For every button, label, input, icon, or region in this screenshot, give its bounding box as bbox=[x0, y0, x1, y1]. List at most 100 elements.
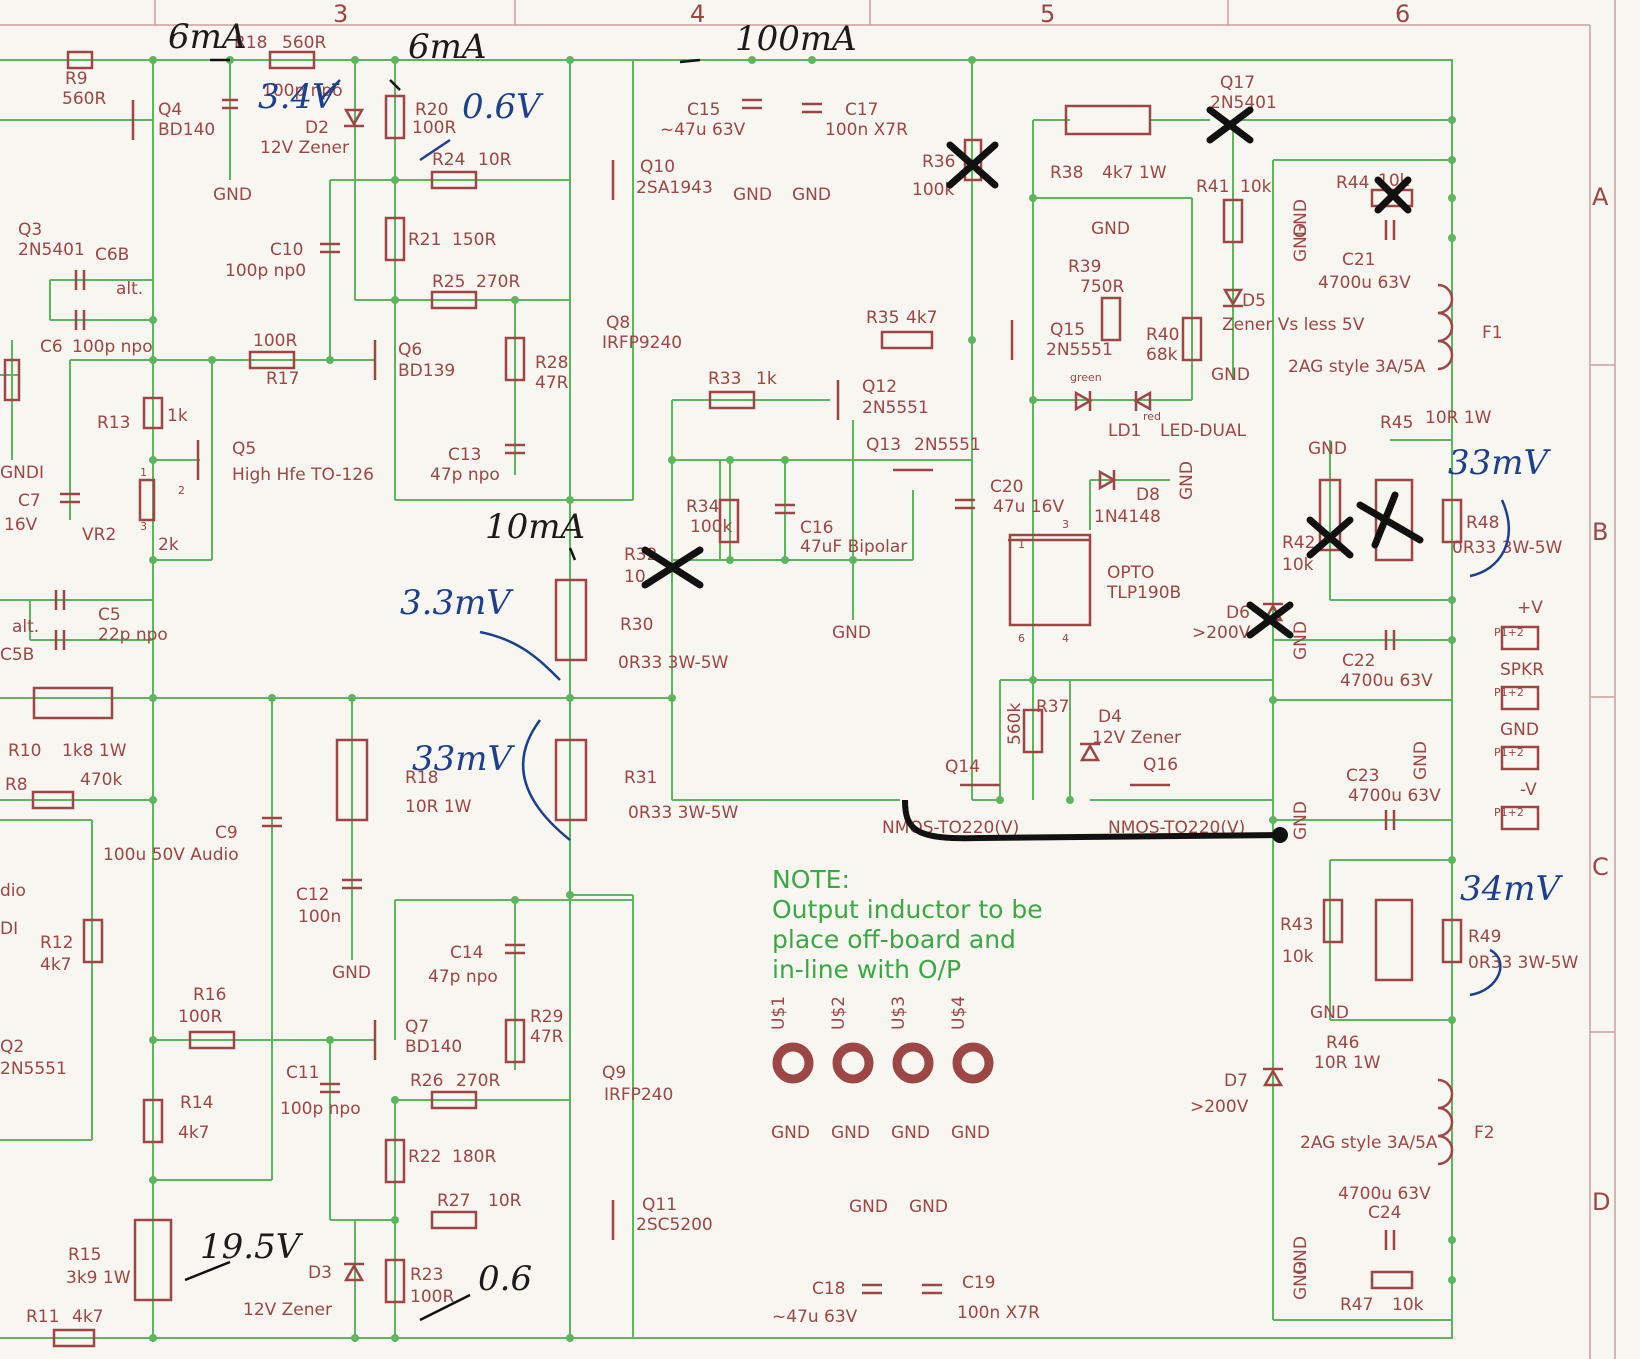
label-q10: Q10 bbox=[640, 157, 675, 177]
label-c22: C22 bbox=[1342, 651, 1376, 671]
handwritten-short-wire bbox=[902, 799, 1281, 842]
label-c11: C11 bbox=[286, 1063, 320, 1083]
label-r14: R14 bbox=[180, 1093, 213, 1113]
label-alt-1: alt. bbox=[116, 279, 143, 299]
label-r16-value: 100R bbox=[178, 1007, 222, 1027]
label-r10-value: 1k8 1W bbox=[62, 741, 127, 761]
label-r21: R21 bbox=[408, 230, 441, 250]
label-r39-value: 750R bbox=[1080, 277, 1124, 297]
label-c20-value: 47u 16V bbox=[993, 497, 1064, 517]
label-q4-value: BD140 bbox=[158, 120, 215, 140]
label-r47: R47 bbox=[1340, 1295, 1373, 1315]
label-c14: C14 bbox=[450, 943, 484, 963]
handwritten-junction bbox=[1272, 827, 1288, 843]
label-led-green: green bbox=[1070, 371, 1102, 384]
label-r35: R35 bbox=[866, 308, 899, 328]
note-line-1: Output inductor to be bbox=[772, 895, 1043, 924]
label-c13: C13 bbox=[448, 445, 482, 465]
label-c14-value: 47p npo bbox=[428, 967, 498, 987]
label-r18: R18 bbox=[234, 33, 267, 53]
wires bbox=[0, 59, 1453, 1339]
label-opto-pin4: 4 bbox=[1062, 632, 1069, 645]
label-c24-value: 4700u 63V bbox=[1338, 1184, 1431, 1204]
label-us3: U$3 bbox=[889, 996, 909, 1030]
label-r20-value: 100R bbox=[412, 118, 456, 138]
label-c6-value-2: 100p npo bbox=[72, 337, 153, 357]
label-c17: C17 bbox=[845, 100, 879, 120]
label-r37: R37 bbox=[1036, 697, 1069, 717]
label-c19-value: 100n X7R bbox=[957, 1303, 1040, 1323]
label-r28: R28 bbox=[535, 353, 568, 373]
output-connectors bbox=[1500, 625, 1540, 831]
label-r48: R48 bbox=[1466, 513, 1499, 533]
label-r47-value: 10k bbox=[1392, 1295, 1424, 1315]
label-c24: C24 bbox=[1368, 1203, 1402, 1223]
label-d3-value: 12V Zener bbox=[243, 1300, 332, 1320]
ground-labels: GND GND GND GND GND GND GND GND GND GND … bbox=[213, 185, 1431, 1300]
label-r40-value: 68k bbox=[1146, 345, 1178, 365]
label-r30-value: 0R33 3W-5W bbox=[618, 653, 729, 673]
label-c15: C15 bbox=[687, 100, 721, 120]
label-q3-value: 2N5401 bbox=[18, 240, 85, 260]
label-c15-value: ~47u 63V bbox=[660, 120, 746, 140]
label-q6: Q6 bbox=[398, 340, 422, 360]
label-d6-value: >200V bbox=[1192, 623, 1251, 643]
label-q10-value: 2SA1943 bbox=[636, 178, 713, 198]
label-c5: C5 bbox=[98, 605, 121, 625]
note-title: NOTE: bbox=[772, 865, 850, 894]
label-q9: Q9 bbox=[602, 1063, 626, 1083]
label-ld1-value: LED-DUAL bbox=[1160, 421, 1247, 441]
label-connector-2: P1+2 bbox=[1494, 686, 1524, 699]
label-r41-value: 10k bbox=[1240, 177, 1272, 197]
column-marker-5: 5 bbox=[1040, 0, 1055, 28]
label-opto: OPTO bbox=[1107, 563, 1154, 583]
row-marker-a: A bbox=[1592, 183, 1609, 211]
label-r39: R39 bbox=[1068, 257, 1101, 277]
label-c18: C18 bbox=[812, 1279, 846, 1299]
label-c11-value: 100p npo bbox=[280, 1099, 361, 1119]
label-r46-value: 10R 1W bbox=[1314, 1053, 1381, 1073]
annotation-33mv-b: 33mV bbox=[1448, 443, 1552, 483]
label-r15: R15 bbox=[68, 1245, 101, 1265]
label-d7: D7 bbox=[1224, 1071, 1248, 1091]
label-d7-value: >200V bbox=[1190, 1097, 1249, 1117]
annotation-6ma-a: 6mA bbox=[168, 17, 246, 57]
label-d4: D4 bbox=[1098, 707, 1122, 727]
label-vr2-pin2: 2 bbox=[178, 484, 185, 497]
junctions bbox=[149, 56, 1456, 1342]
label-c13-value: 47p npo bbox=[430, 465, 500, 485]
label-q12: Q12 bbox=[862, 377, 897, 397]
label-r26: R26 bbox=[410, 1071, 443, 1091]
component-symbols bbox=[3, 50, 1463, 1348]
label-q15-value: 2N5551 bbox=[1046, 340, 1113, 360]
label-c16: C16 bbox=[800, 518, 834, 538]
label-r24: R24 bbox=[432, 150, 465, 170]
label-opto-pin1: 1 bbox=[1018, 538, 1025, 551]
label-q13-value: 2N5551 bbox=[914, 435, 981, 455]
label-c17-value: 100n X7R bbox=[825, 120, 908, 140]
label-q7: Q7 bbox=[405, 1017, 429, 1037]
annotation-10ma: 10mA bbox=[485, 507, 585, 547]
gnd-label: GND bbox=[1091, 219, 1130, 239]
label-f2: F2 bbox=[1474, 1123, 1495, 1143]
label-d5-value: Zener Vs less 5V bbox=[1222, 315, 1365, 335]
label-r9-value: 560R bbox=[62, 89, 106, 109]
label-r31-value: 0R33 3W-5W bbox=[628, 803, 739, 823]
label-r43: R43 bbox=[1280, 915, 1313, 935]
label-r28-value: 47R bbox=[535, 373, 569, 393]
label-r18-value: 560R bbox=[282, 33, 326, 53]
label-r18b: R18 bbox=[405, 768, 438, 788]
annotation-100ma: 100mA bbox=[735, 19, 857, 59]
label-r46: R46 bbox=[1326, 1033, 1359, 1053]
label-r35-value: 4k7 bbox=[906, 308, 937, 328]
label-r40: R40 bbox=[1146, 325, 1179, 345]
gnd-label: GND bbox=[771, 1123, 810, 1143]
label-q16: Q16 bbox=[1143, 755, 1178, 775]
gnd-label: GND bbox=[891, 1123, 930, 1143]
label-r37-value: 560k bbox=[1005, 703, 1025, 745]
label-q8-value: IRFP9240 bbox=[602, 333, 682, 353]
label-c7-value: 16V bbox=[4, 515, 38, 535]
label-r8: R8 bbox=[5, 775, 28, 795]
label-f2-value: 2AG style 3A/5A bbox=[1300, 1133, 1438, 1153]
gnd-label: GND bbox=[1291, 223, 1311, 262]
